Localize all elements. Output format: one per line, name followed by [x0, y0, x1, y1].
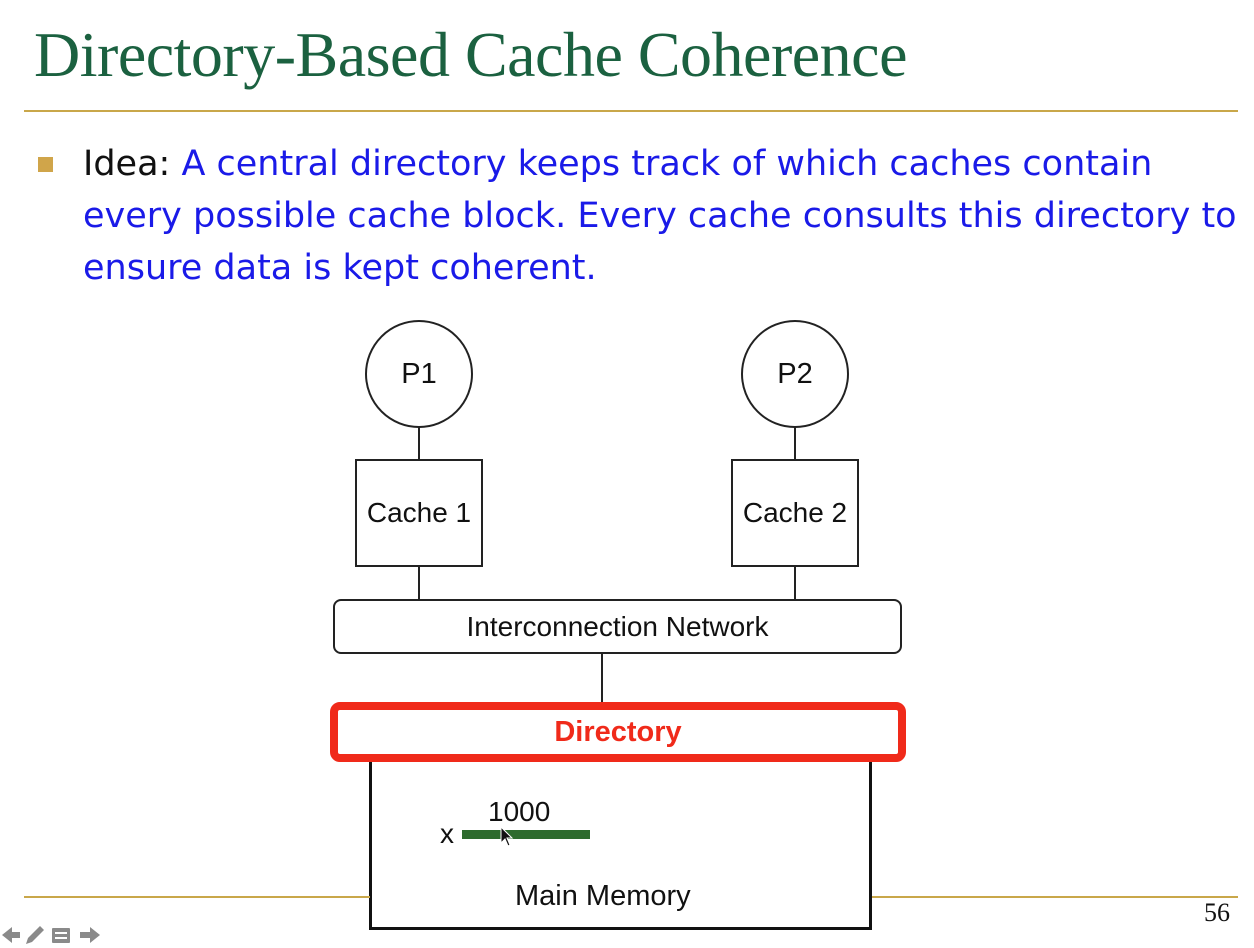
footer-divider-left: [24, 896, 370, 898]
interconnection-network: Interconnection Network: [333, 599, 902, 654]
p1-cache1-link: [418, 427, 420, 459]
mouse-cursor-icon: [500, 826, 514, 847]
main-memory: [369, 762, 872, 930]
network-directory-link: [601, 653, 603, 703]
memory-variable: x: [440, 818, 454, 849]
title-divider: [24, 110, 1238, 112]
footer-divider-right: [872, 896, 1238, 898]
processor-p1: P1: [365, 320, 473, 428]
cache-1: Cache 1: [355, 459, 483, 567]
forward-arrow-icon[interactable]: [80, 927, 100, 943]
processor-p2: P2: [741, 320, 849, 428]
slide-nav-toolbar: [2, 926, 100, 944]
main-memory-label: Main Memory: [515, 880, 691, 912]
menu-icon[interactable]: [52, 928, 70, 943]
bullet-body: A central directory keeps track of which…: [83, 144, 1237, 288]
bullet-lead: Idea:: [83, 144, 171, 184]
cache2-network-link: [794, 566, 796, 600]
cache1-network-link: [418, 566, 420, 600]
slide-title: Directory-Based Cache Coherence: [34, 19, 907, 90]
memory-block-bar: [462, 830, 590, 839]
pen-icon[interactable]: [26, 926, 44, 944]
cache-2: Cache 2: [731, 459, 859, 567]
bullet-text: Idea: A central directory keeps track of…: [83, 138, 1248, 294]
memory-value: 1000: [488, 796, 551, 827]
back-arrow-icon[interactable]: [2, 927, 20, 943]
page-number: 56: [1204, 898, 1230, 927]
directory: Directory: [330, 702, 906, 762]
p2-cache2-link: [794, 427, 796, 459]
bullet-marker-icon: [38, 157, 53, 172]
